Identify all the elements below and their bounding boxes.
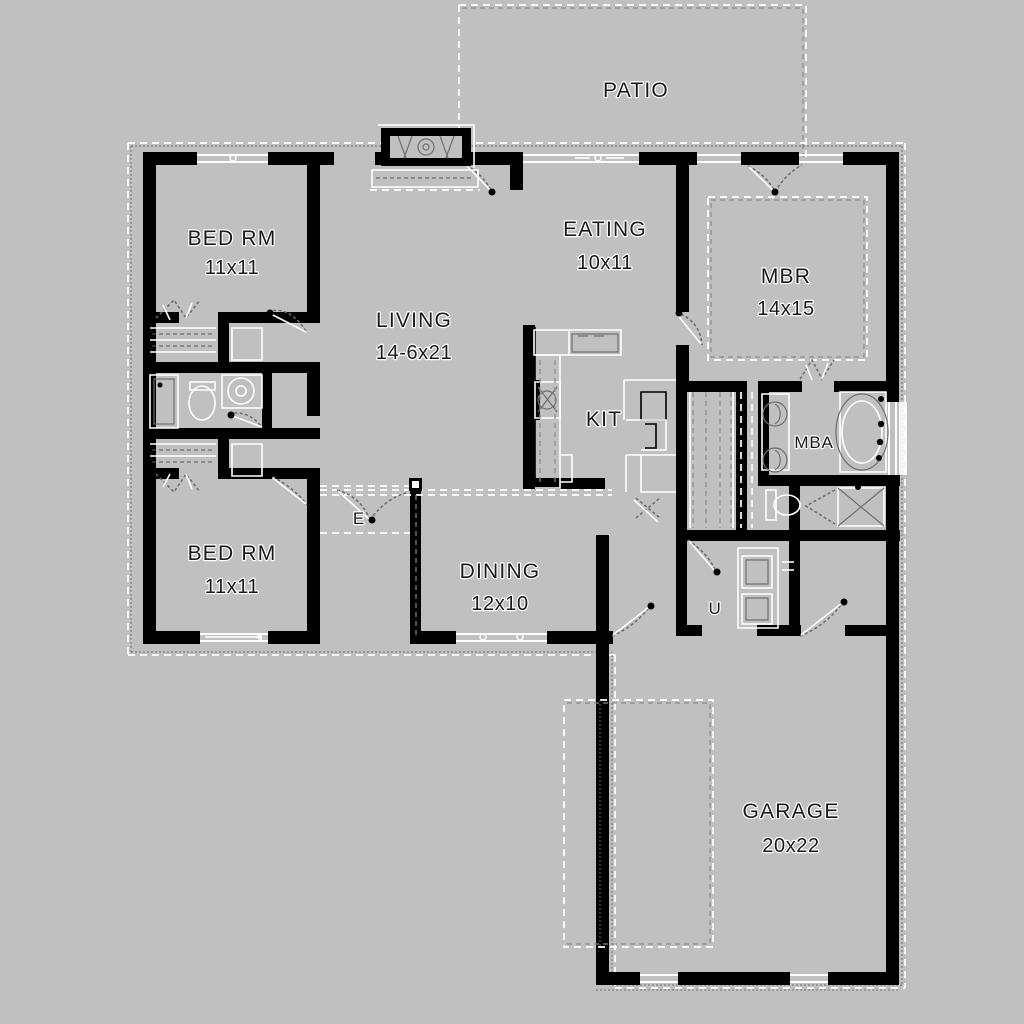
room-label-mba: MBA xyxy=(793,432,834,453)
room-name: LIVING xyxy=(376,309,452,332)
interior-wall-bed1-living xyxy=(307,152,320,416)
room-name: BED RM xyxy=(188,227,277,250)
room-dimension: 11x11 xyxy=(205,257,260,279)
room-label-dining: DINING 12x10 xyxy=(458,559,541,616)
room-name: GARAGE xyxy=(742,800,839,823)
room-dimension: 14x15 xyxy=(757,298,815,320)
room-dimension: 11x11 xyxy=(205,576,260,598)
interior-wall-living-kitchen xyxy=(523,325,605,489)
hall-linen-closet xyxy=(623,379,676,523)
room-dimension: 20x22 xyxy=(762,835,820,857)
master-bath-fixtures xyxy=(761,391,889,527)
room-name: DINING xyxy=(460,560,541,583)
garage-parking-outline xyxy=(563,699,714,948)
mbr-floor-outline xyxy=(707,196,868,361)
interior-wall-entry-hall xyxy=(307,478,612,636)
room-label-kit: KIT xyxy=(585,407,622,432)
utility-marker-label: U xyxy=(708,599,721,618)
room-label-mbr: MBR 14x15 xyxy=(756,264,815,321)
fireplace xyxy=(370,124,480,191)
bathroom-fixtures xyxy=(149,374,263,429)
room-name: BED RM xyxy=(188,542,277,565)
room-dimension: 10x11 xyxy=(577,252,633,274)
kitchen-cabinets xyxy=(531,327,622,489)
interior-walls-master-suite xyxy=(676,381,900,636)
room-label-bed-rm-2: BED RM 11x11 xyxy=(186,541,277,599)
interior-wall-eating-mbr xyxy=(675,152,703,381)
exterior-wall-bottom-left-wing xyxy=(143,530,320,644)
entry-marker-label: E xyxy=(353,509,365,528)
room-name: KIT xyxy=(586,408,622,431)
room-name: MBA xyxy=(794,433,833,452)
utility-fixtures xyxy=(737,547,794,629)
room-dimension: 14-6x21 xyxy=(376,342,452,364)
room-labels: PATIO BED RM 11x11 BED RM 11x11 LIVING 1… xyxy=(186,78,839,858)
room-label-garage: GARAGE 20x22 xyxy=(741,799,839,858)
room-name: EATING xyxy=(563,218,647,241)
room-label-patio: PATIO xyxy=(602,78,669,103)
door-swings xyxy=(155,164,848,637)
patio-outline xyxy=(458,4,807,160)
room-name: PATIO xyxy=(603,79,669,102)
exterior-wall-garage xyxy=(596,535,899,991)
room-label-living: LIVING 14-6x21 xyxy=(375,308,453,365)
room-label-eating: EATING 10x11 xyxy=(562,217,647,275)
room-label-bed-rm-1: BED RM 11x11 xyxy=(186,226,277,280)
room-dimension: 12x10 xyxy=(471,593,529,615)
exterior-wall-right xyxy=(886,152,907,985)
room-name: MBR xyxy=(761,265,811,288)
